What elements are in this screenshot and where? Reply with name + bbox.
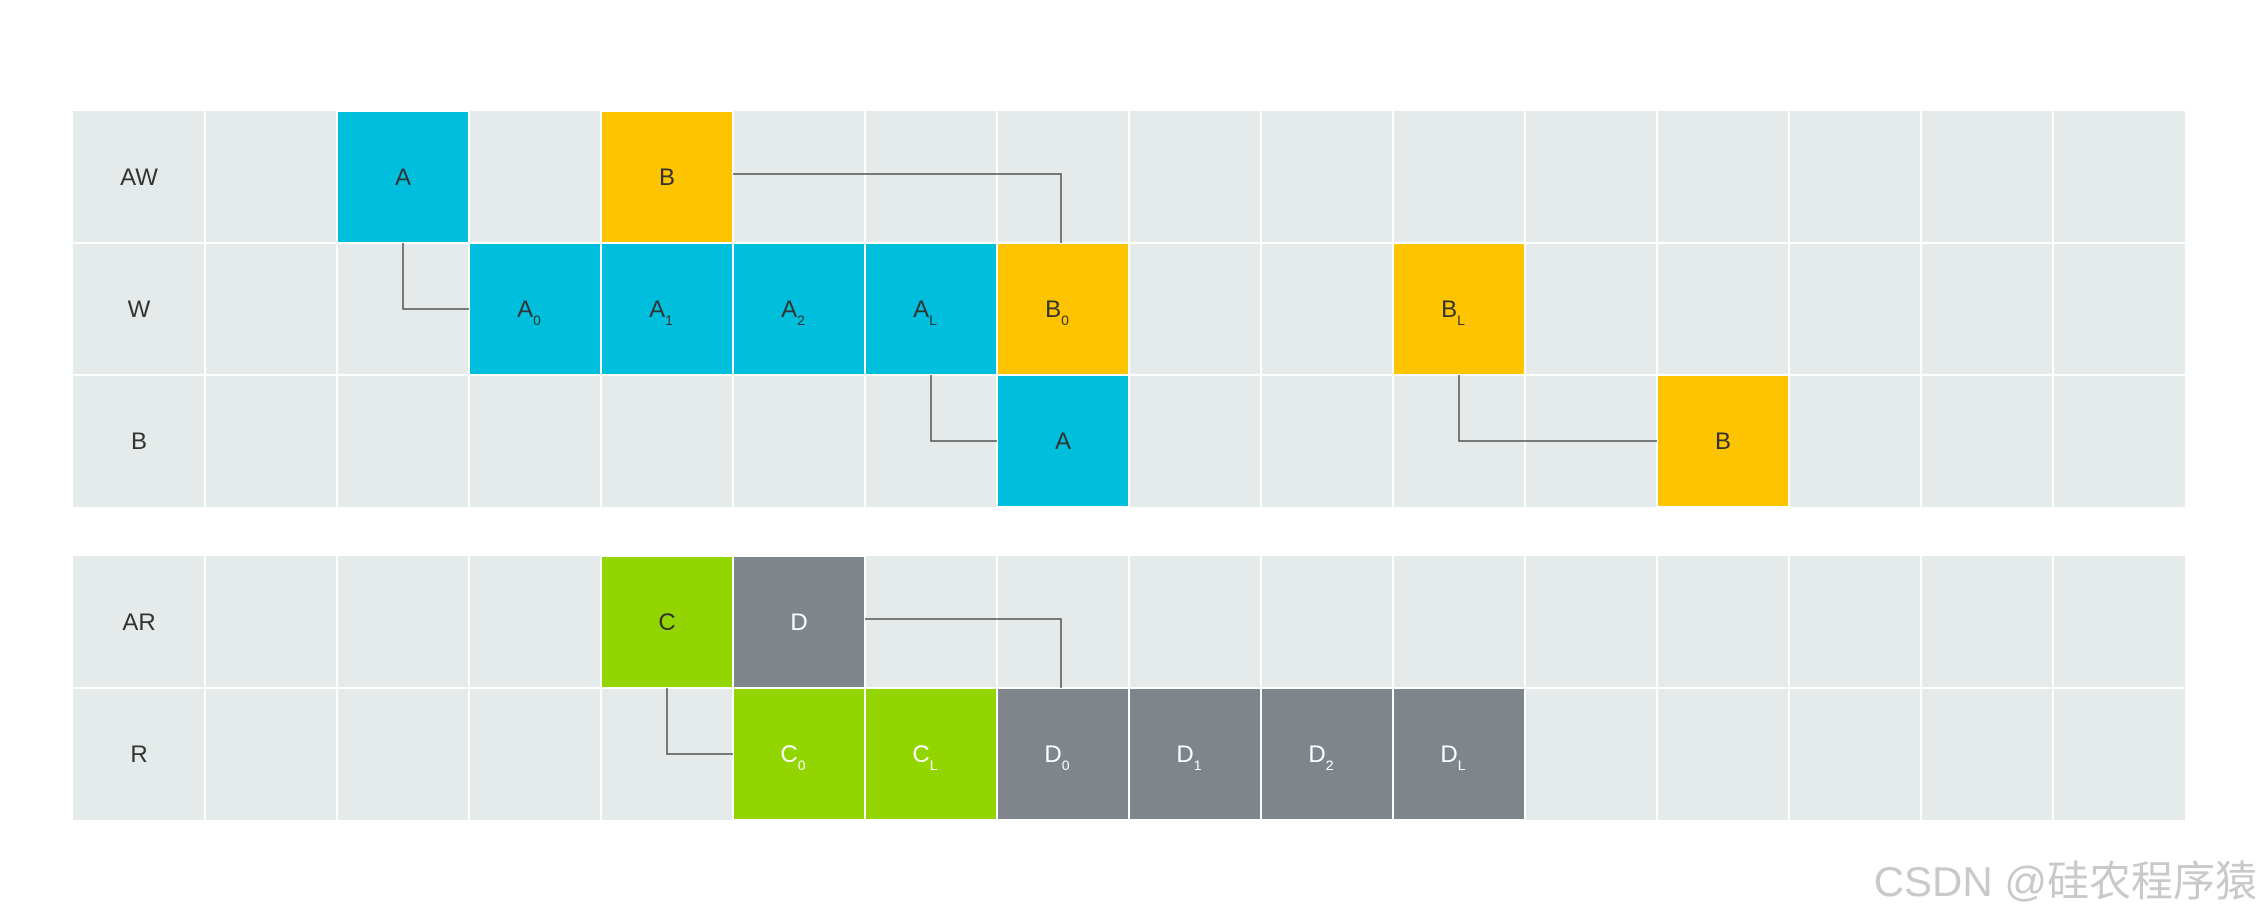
watermark: CSDN @硅农程序猿 <box>1873 858 2257 905</box>
block-b <box>1656 374 1790 508</box>
block-subscript: 0 <box>533 312 541 328</box>
connector-line <box>402 243 469 310</box>
block-label: A <box>1055 428 1071 455</box>
connector-line <box>930 375 997 442</box>
block-a-l <box>864 242 998 376</box>
block-label: B <box>659 164 675 191</box>
row-label-w: W <box>128 296 151 323</box>
block-c-l <box>864 687 998 821</box>
block-subscript: L <box>1458 757 1466 773</box>
block-d-0 <box>996 687 1130 821</box>
block-d <box>732 555 866 689</box>
connector-line <box>1458 375 1657 442</box>
block-a-1 <box>600 242 734 376</box>
block-d-l <box>1392 687 1526 821</box>
block-label: D <box>790 609 807 636</box>
block-c-0 <box>732 687 866 821</box>
block-d-1 <box>1128 687 1262 821</box>
connector-line <box>666 688 733 755</box>
row-label-ar: AR <box>122 609 155 636</box>
block-subscript: 1 <box>1194 757 1202 773</box>
connector-line <box>733 173 1062 243</box>
row-label-r: R <box>130 741 147 768</box>
block-subscript: 2 <box>797 312 805 328</box>
block-b-l <box>1392 242 1526 376</box>
block-b-0 <box>996 242 1130 376</box>
block-subscript: L <box>929 312 937 328</box>
block-a-0 <box>468 242 602 376</box>
block-a <box>336 110 470 244</box>
block-subscript: 0 <box>798 757 806 773</box>
block-label: A1 <box>649 296 673 328</box>
block-subscript: 0 <box>1061 312 1069 328</box>
block-subscript: L <box>930 757 938 773</box>
block-subscript: 2 <box>1326 757 1334 773</box>
block-d-2 <box>1260 687 1394 821</box>
block-a-2 <box>732 242 866 376</box>
block-label: D1 <box>1176 741 1201 773</box>
block-c <box>600 555 734 689</box>
block-subscript: L <box>1457 312 1465 328</box>
connector-line <box>865 618 1062 688</box>
block-subscript: 1 <box>665 312 673 328</box>
block-label: A <box>395 164 411 191</box>
row-label-b: B <box>131 428 147 455</box>
block-label: C <box>658 609 675 636</box>
block-label: B <box>1715 428 1731 455</box>
row-label-aw: AW <box>120 164 158 191</box>
block-subscript: 0 <box>1062 757 1070 773</box>
block-b <box>600 110 734 244</box>
block-a <box>996 374 1130 508</box>
